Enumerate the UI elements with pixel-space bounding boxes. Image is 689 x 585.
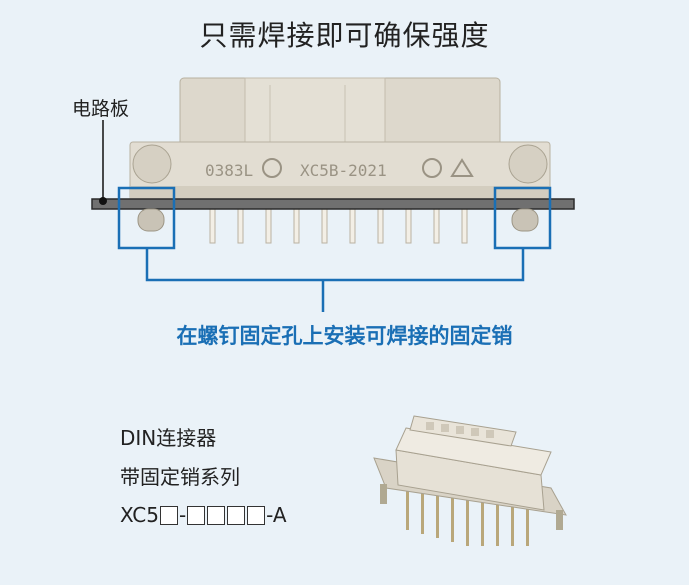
- part-number: XC5- -A: [120, 503, 287, 527]
- part-prefix: XC5: [120, 503, 159, 527]
- connector-diagram: 0383L XC5B-2021: [91, 77, 575, 312]
- left-boss: [132, 144, 172, 184]
- placeholder-box: [159, 506, 178, 525]
- placeholder-box: [227, 506, 246, 525]
- connector-code: 0383L: [205, 161, 253, 180]
- pcb-label: 电路板: [72, 98, 130, 120]
- part-separator: -: [178, 503, 187, 527]
- page-title: 只需焊接即可确保强度: [199, 19, 490, 52]
- product-photo: [373, 415, 567, 546]
- product-type: DIN连接器: [120, 426, 217, 450]
- product-series: 带固定销系列: [120, 465, 240, 489]
- pcb-board: [91, 198, 575, 210]
- placeholder-box: [247, 506, 266, 525]
- connector-body: 0383L XC5B-2021: [129, 77, 551, 201]
- callout-caption: 在螺钉固定孔上安装可焊接的固定销: [176, 324, 513, 348]
- placeholder-box: [207, 506, 226, 525]
- left-fixing-peg: [137, 208, 165, 232]
- right-fixing-peg: [511, 208, 539, 232]
- connector-marking: XC5B-2021: [300, 161, 387, 180]
- callout-bracket: [145, 248, 525, 282]
- omron-logo-icon: [422, 158, 442, 178]
- placeholder-box: [187, 506, 206, 525]
- ul-mark-icon: [262, 158, 282, 178]
- pcb-pointer-dot: [99, 197, 107, 205]
- right-boss: [508, 144, 548, 184]
- warning-triangle-icon: [450, 158, 474, 177]
- part-suffix: -A: [266, 503, 287, 527]
- photo-pins: [406, 490, 529, 546]
- connector-pins: [209, 207, 468, 244]
